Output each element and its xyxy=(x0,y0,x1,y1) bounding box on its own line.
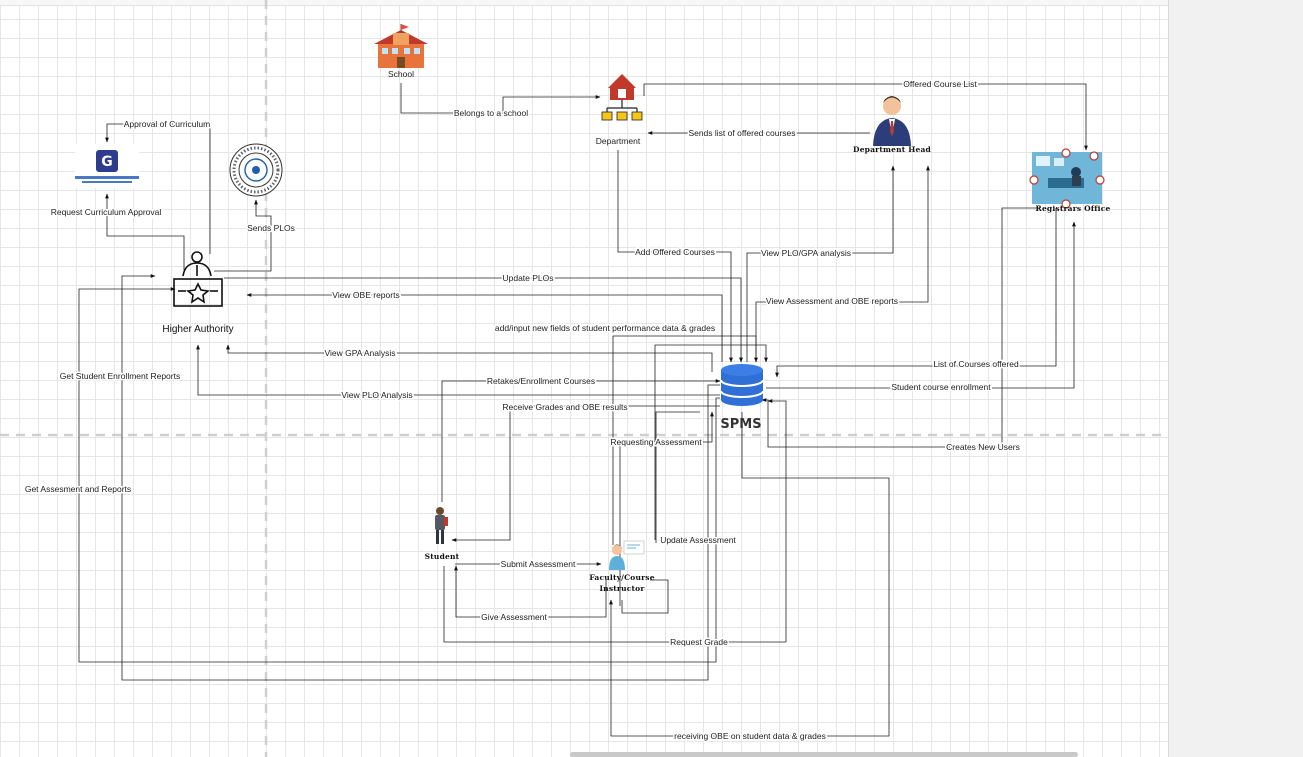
edge-offered-course-list[interactable] xyxy=(643,83,1088,151)
label-sends-offered-courses: Sends list of offered courses xyxy=(688,128,795,138)
edge-update-plos[interactable] xyxy=(224,277,743,363)
label-get-enrollment-reports: Get Student Enrollment Reports xyxy=(60,371,180,381)
department-head-label: Department Head xyxy=(853,145,932,154)
department-head-icon xyxy=(873,96,911,146)
edge-list-of-courses[interactable] xyxy=(775,208,1057,378)
edge-get-assessment-reports[interactable] xyxy=(78,287,720,663)
edge-receiving-obe[interactable] xyxy=(609,412,890,737)
edge-retakes-enrollment[interactable] xyxy=(441,379,721,502)
edge-view-assessment-obe[interactable] xyxy=(755,165,930,362)
ugc-node[interactable]: G xyxy=(75,144,139,188)
diagram-svg: Offered Course List Belongs to a school … xyxy=(0,0,1168,757)
label-give-assessment: Give Assessment xyxy=(481,612,547,622)
label-requesting-assessment: Requesting Assessment xyxy=(610,437,702,447)
edge-labels: Offered Course List Belongs to a school … xyxy=(23,78,1021,743)
edge-faculty-loop[interactable] xyxy=(621,579,669,614)
student-label: Student xyxy=(425,552,460,561)
svg-text:G: G xyxy=(101,154,113,170)
school-node[interactable]: School xyxy=(374,24,428,79)
student-icon xyxy=(435,507,448,544)
label-get-assessment-reports: Get Assesment and Reports xyxy=(25,484,131,494)
department-icon xyxy=(601,74,643,121)
faculty-label-line1: Faculty/Course xyxy=(589,573,654,582)
edge-view-plo-analysis[interactable] xyxy=(196,344,720,396)
ugc-logo: G xyxy=(75,144,139,188)
higher-authority-node[interactable]: Higher Authority xyxy=(162,251,234,335)
edge-view-gpa[interactable] xyxy=(226,344,713,372)
label-update-assessment: Update Assessment xyxy=(660,535,736,545)
label-view-plo-analysis: View PLO Analysis xyxy=(341,390,412,400)
label-sends-plos: Sends PLOs xyxy=(247,223,295,233)
student-node[interactable]: Student xyxy=(425,507,460,561)
side-panel xyxy=(1168,0,1303,757)
label-belongs-to-school: Belongs to a school xyxy=(454,108,528,118)
registrar-label: Registrars Office xyxy=(1036,204,1111,213)
edge-update-assessment[interactable] xyxy=(655,411,700,543)
label-approval-curriculum: Approval of Curriculum xyxy=(124,119,210,129)
horizontal-scrollbar[interactable] xyxy=(570,752,1078,757)
label-add-offered-courses: Add Offered Courses xyxy=(635,247,715,257)
label-receive-grades-obe: Receive Grades and OBE results xyxy=(502,402,627,412)
label-creates-new-users: Creates New Users xyxy=(946,442,1020,452)
edge-request-curriculum[interactable] xyxy=(105,193,185,270)
label-update-plos: Update PLOs xyxy=(502,273,553,283)
label-view-plo-gpa: View PLO/GPA analysis xyxy=(761,248,851,258)
spms-node[interactable]: SPMS xyxy=(720,364,764,432)
university-seal xyxy=(229,143,283,197)
label-receiving-obe: receiving OBE on student data & grades xyxy=(674,731,826,741)
edge-approval-curriculum[interactable] xyxy=(105,123,211,254)
faculty-icon xyxy=(609,540,645,570)
label-view-assessment-obe: View Assessment and OBE reports xyxy=(766,296,898,306)
label-request-curriculum: Request Curriculum Approval xyxy=(51,207,162,217)
registrar-node[interactable]: Registrars Office xyxy=(1029,148,1111,213)
edge-add-input-fields[interactable] xyxy=(612,335,758,545)
label-view-gpa: View GPA Analysis xyxy=(324,348,395,358)
university-seal-node[interactable] xyxy=(229,143,283,197)
school-icon xyxy=(374,24,428,68)
edge-view-plo-gpa[interactable] xyxy=(746,165,895,362)
higher-authority-icon xyxy=(173,251,223,307)
canvas-top-edge xyxy=(0,0,1168,6)
faculty-label-line2: Instructor xyxy=(599,584,645,593)
edge-belongs-to-school[interactable] xyxy=(400,83,601,114)
school-label: School xyxy=(388,69,414,79)
label-student-course-enrollment: Student course enrollment xyxy=(891,382,991,392)
edge-give-assessment[interactable] xyxy=(454,565,607,618)
edge-view-obe-reports[interactable] xyxy=(246,293,723,362)
label-list-of-courses: List of Courses offered xyxy=(933,359,1019,369)
edge-request-grade[interactable] xyxy=(443,399,787,643)
label-add-input-fields: add/input new fields of student performa… xyxy=(495,323,715,333)
edge-add-offered-courses[interactable] xyxy=(617,150,733,363)
edge-receive-grades-obe[interactable] xyxy=(451,405,720,542)
edge-get-enrollment-reports[interactable] xyxy=(121,274,720,681)
edge-student-course-enrollment[interactable] xyxy=(766,221,1076,389)
label-view-obe-reports: View OBE reports xyxy=(332,290,399,300)
faculty-node[interactable]: Faculty/Course Instructor xyxy=(589,540,655,593)
edge-creates-new-users[interactable] xyxy=(761,207,1040,448)
higher-authority-label: Higher Authority xyxy=(162,324,233,335)
spms-label: SPMS xyxy=(720,417,761,432)
department-node[interactable]: Department xyxy=(596,74,643,146)
label-request-grade: Request Grade xyxy=(670,637,728,647)
diagram-canvas[interactable] xyxy=(0,0,1168,757)
database-icon xyxy=(720,364,764,406)
edge-requesting-assessment[interactable] xyxy=(619,411,714,606)
label-retakes-enrollment: Retakes/Enrollment Courses xyxy=(487,376,595,386)
department-label: Department xyxy=(596,136,641,146)
edge-update-assessment-up[interactable] xyxy=(654,344,768,540)
edge-sends-plos[interactable] xyxy=(214,199,272,272)
connectors xyxy=(78,83,1088,737)
registrar-icon xyxy=(1029,148,1105,209)
label-offered-course-list: Offered Course List xyxy=(903,79,977,89)
label-submit-assessment: Submit Assessment xyxy=(501,559,576,569)
department-head-node[interactable]: Department Head xyxy=(853,96,932,154)
